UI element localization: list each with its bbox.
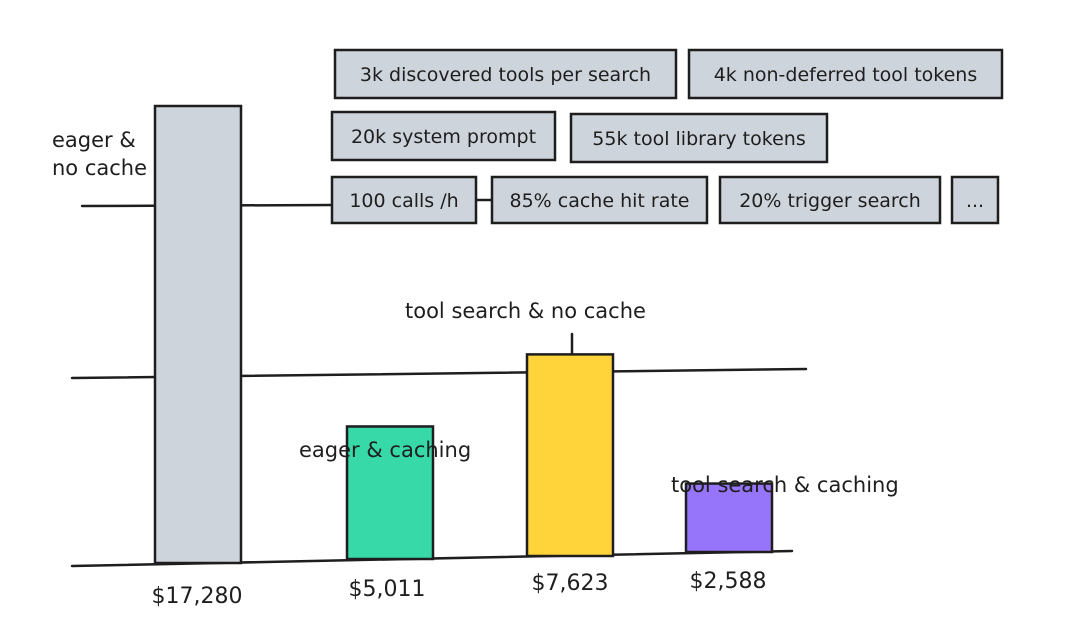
category-label-eager-no-cache-line-2: no cache xyxy=(52,156,147,180)
assumption-label-0-0: 3k discovered tools per search xyxy=(360,64,651,86)
labels: $17,280 $5,011 $7,623 $2,588 eager & no cache… xyxy=(52,128,899,609)
category-label-tool-search-no-cache: tool search & no cache xyxy=(405,299,646,323)
bars xyxy=(153,104,774,565)
assumption-box-2-0 xyxy=(330,175,478,225)
assumption-box-0-1 xyxy=(687,48,1004,100)
bar-tool-search-no-cache xyxy=(525,353,615,558)
category-label-tool-search-caching: tool search & caching xyxy=(671,473,899,497)
bar-eager-caching xyxy=(345,425,435,561)
assumption-label-1-1: 55k tool library tokens xyxy=(592,128,805,150)
bar-eager-no-cache xyxy=(153,104,243,565)
assumption-label-2-2: 20% trigger search xyxy=(739,190,921,212)
assumption-box-2-1 xyxy=(490,175,709,225)
assumption-label-1-0: 20k system prompt xyxy=(351,126,536,148)
assumption-box-2-2 xyxy=(718,175,942,225)
bar-tool-search-caching xyxy=(684,482,774,554)
assumption-box-1-0 xyxy=(330,110,557,162)
assumption-label-2-1: 85% cache hit rate xyxy=(510,190,690,212)
assumption-label-2-0: 100 calls /h xyxy=(349,190,458,212)
assumption-box-1-1 xyxy=(569,112,829,164)
assumption-box-0-0 xyxy=(333,48,678,100)
value-label-eager-no-cache: $17,280 xyxy=(152,584,243,609)
assumption-label-0-1: 4k non-deferred tool tokens xyxy=(714,64,978,86)
value-label-eager-caching: $5,011 xyxy=(349,577,426,602)
category-label-eager-no-cache: eager & xyxy=(52,128,136,152)
assumption-label-2-3: ... xyxy=(966,190,984,212)
value-label-tool-search-no-cache: $7,623 xyxy=(532,571,609,596)
assumption-box-2-3 xyxy=(950,175,1000,225)
value-label-tool-search-caching: $2,588 xyxy=(690,569,767,594)
assumption-boxes: 3k discovered tools per search 4k non-def… xyxy=(330,48,1004,225)
category-label-eager-caching: eager & caching xyxy=(299,438,471,462)
